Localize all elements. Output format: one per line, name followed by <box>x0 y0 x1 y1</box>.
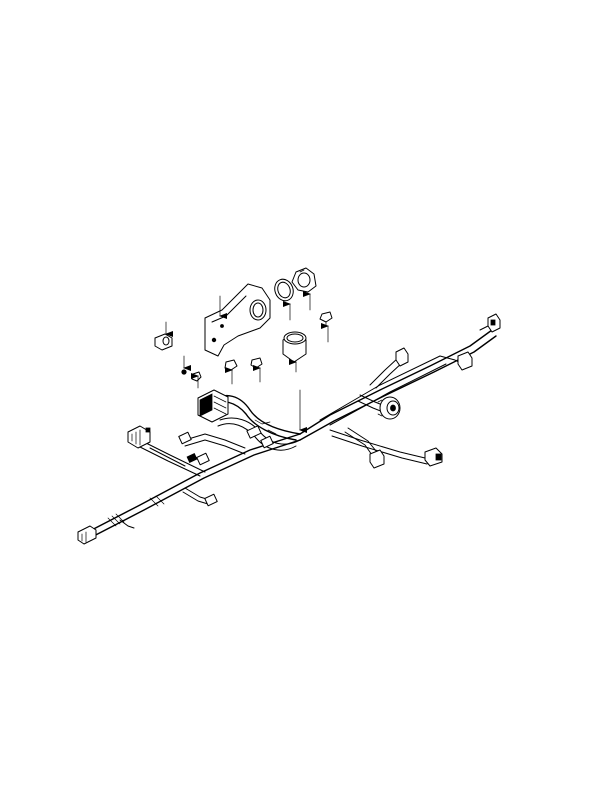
harness-upper-right <box>369 313 501 389</box>
connector-cluster-center <box>178 419 277 466</box>
connector-block <box>197 389 229 423</box>
harness-lower-left <box>77 487 218 545</box>
sleeve <box>282 331 307 363</box>
hex-nut <box>291 267 317 293</box>
gasket-ring <box>274 278 294 302</box>
harness-left-branch <box>127 425 206 477</box>
harness-right-lower-branch <box>329 427 443 469</box>
round-connector <box>357 394 401 420</box>
mounting-bracket <box>204 283 271 357</box>
callout-arrows <box>165 291 329 433</box>
